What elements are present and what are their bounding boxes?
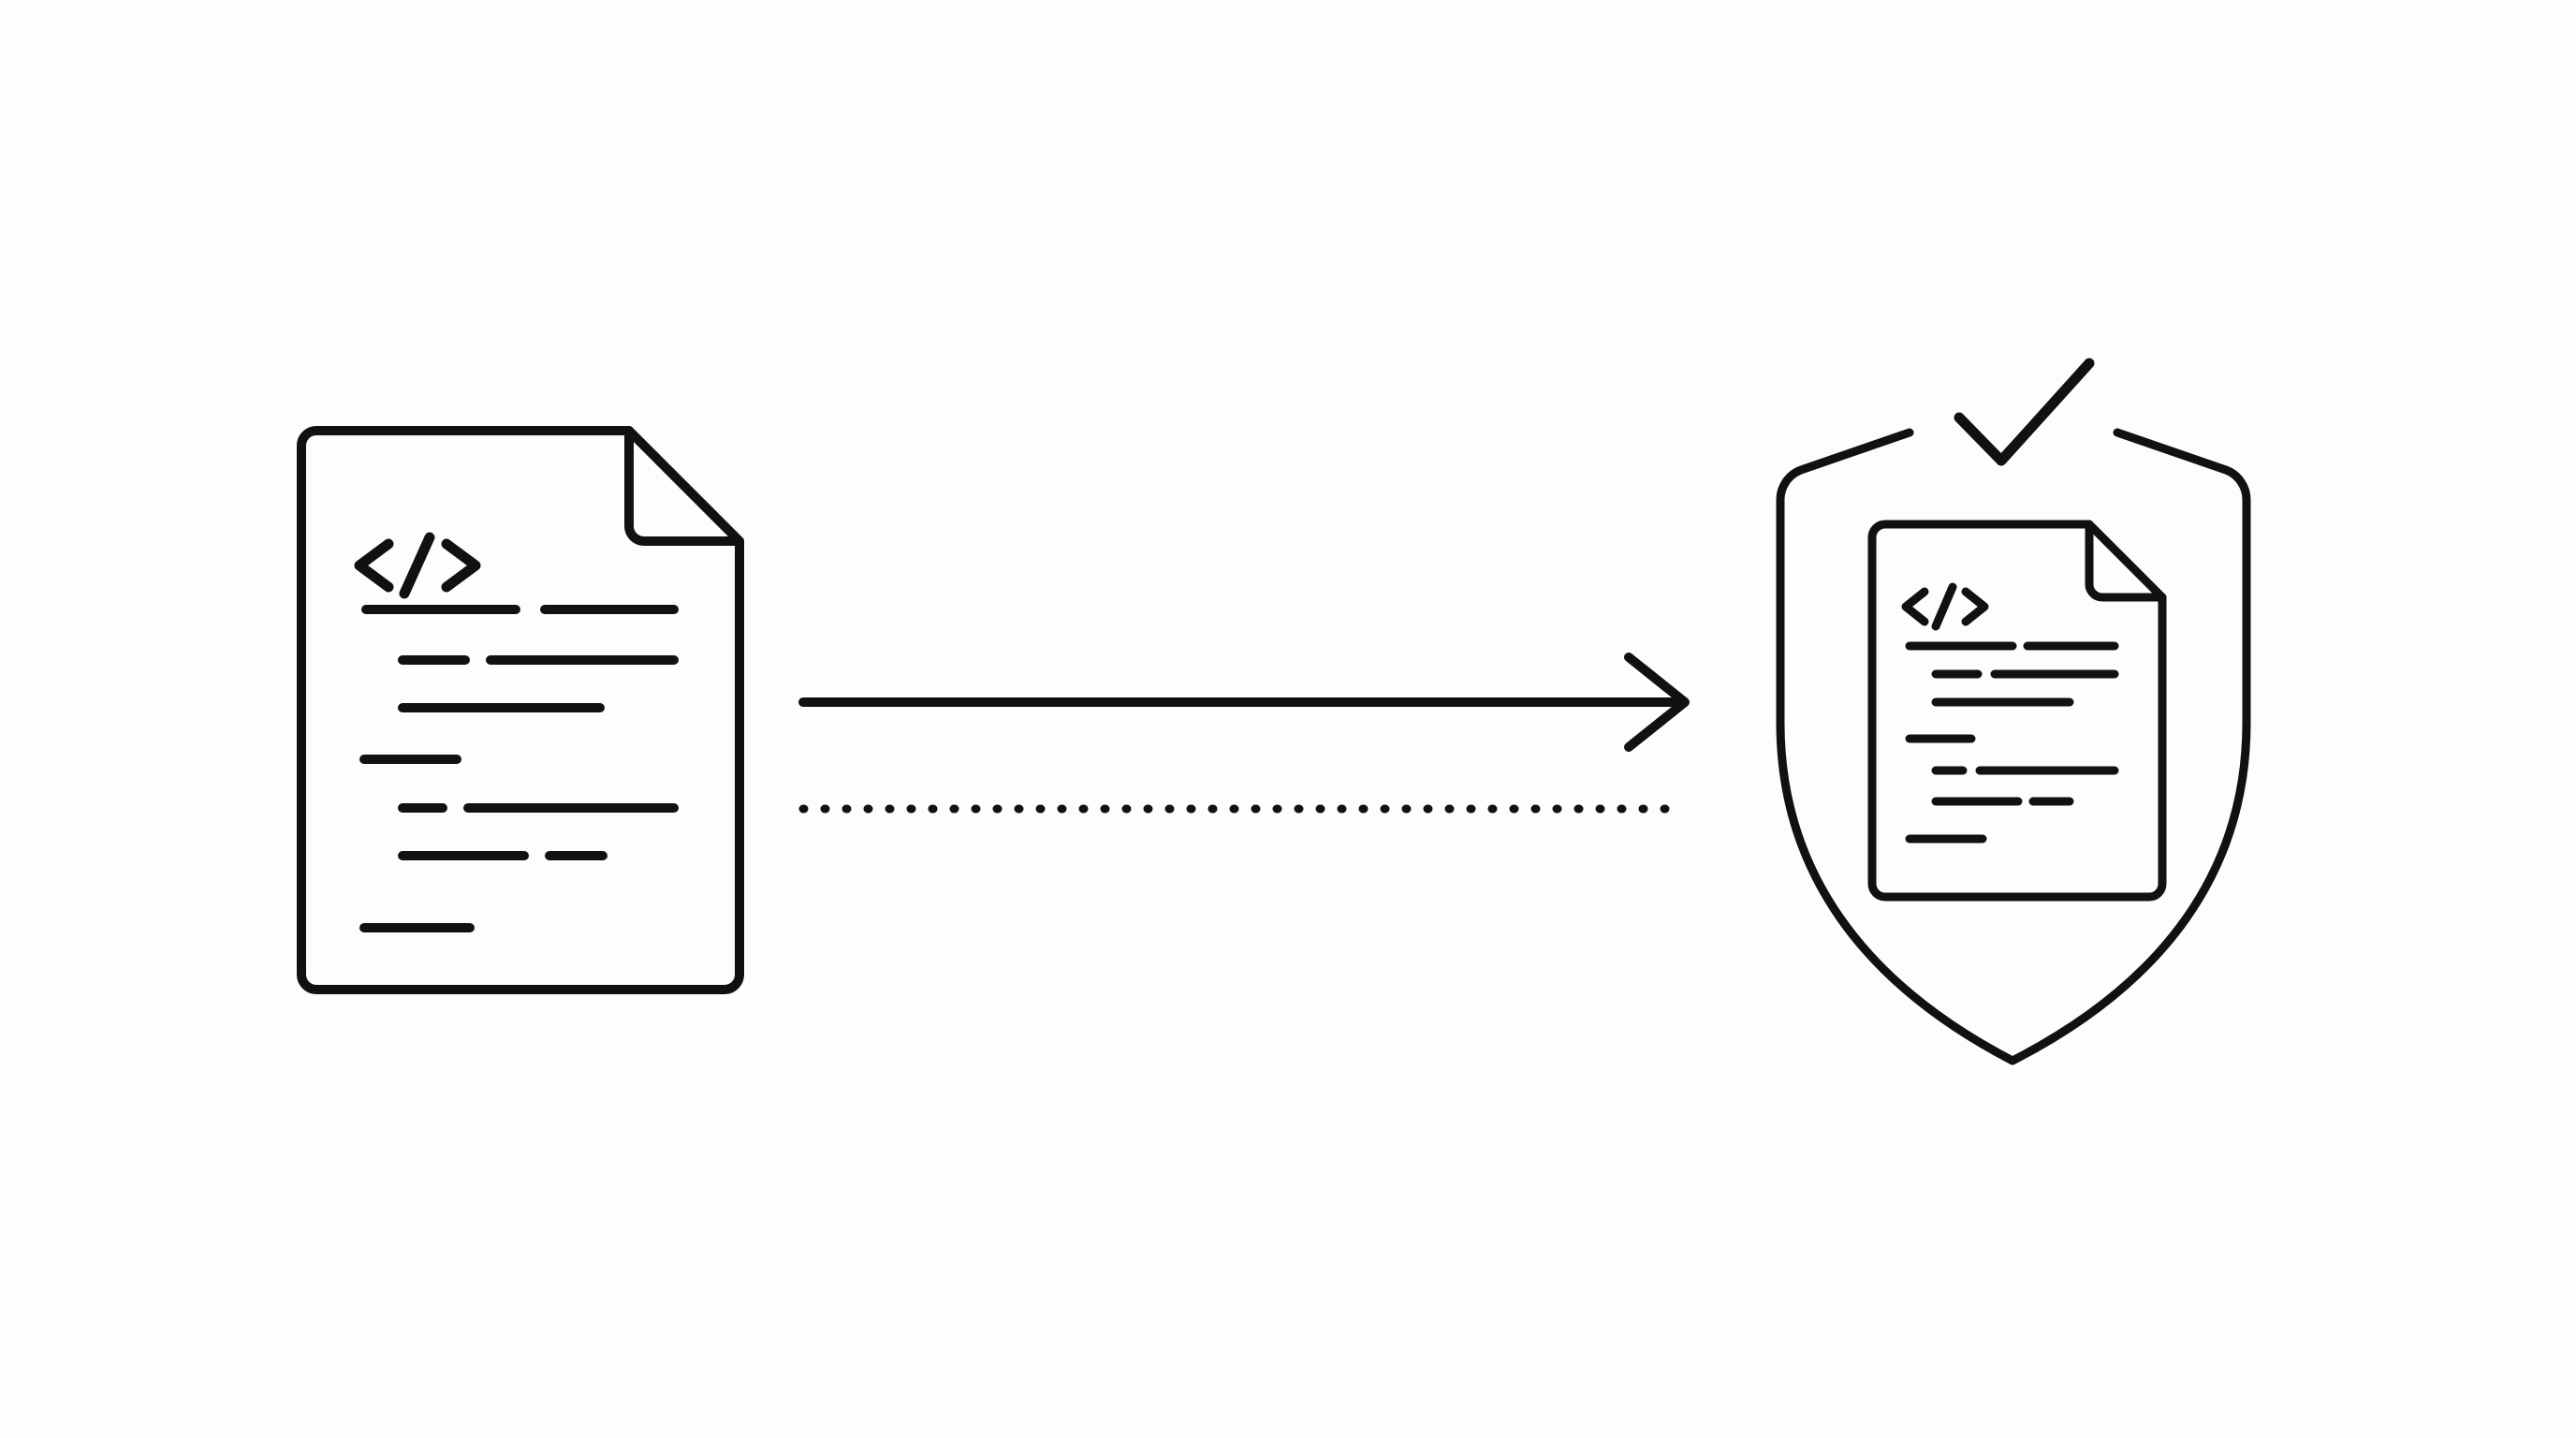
shield-right-outline <box>2008 428 2251 1065</box>
code-document-icon[interactable] <box>297 426 744 994</box>
document-code-lines <box>359 605 679 932</box>
arrow-head <box>1624 653 1690 752</box>
code-glyph-icon <box>354 532 481 599</box>
shield-icon[interactable] <box>1776 358 2251 1065</box>
check-icon <box>1954 358 2095 466</box>
inner-document-outline <box>1867 520 2167 902</box>
arrow-right-icon[interactable] <box>798 653 1690 752</box>
document-outline <box>297 426 744 994</box>
inner-code-document-icon <box>1867 520 2167 902</box>
inner-code-glyph-icon <box>1901 582 1989 631</box>
document-fold <box>624 426 744 546</box>
inner-document-code-lines <box>1905 641 2119 844</box>
inner-document-fold <box>2085 520 2167 602</box>
shield-left-outline <box>1776 428 2017 1065</box>
